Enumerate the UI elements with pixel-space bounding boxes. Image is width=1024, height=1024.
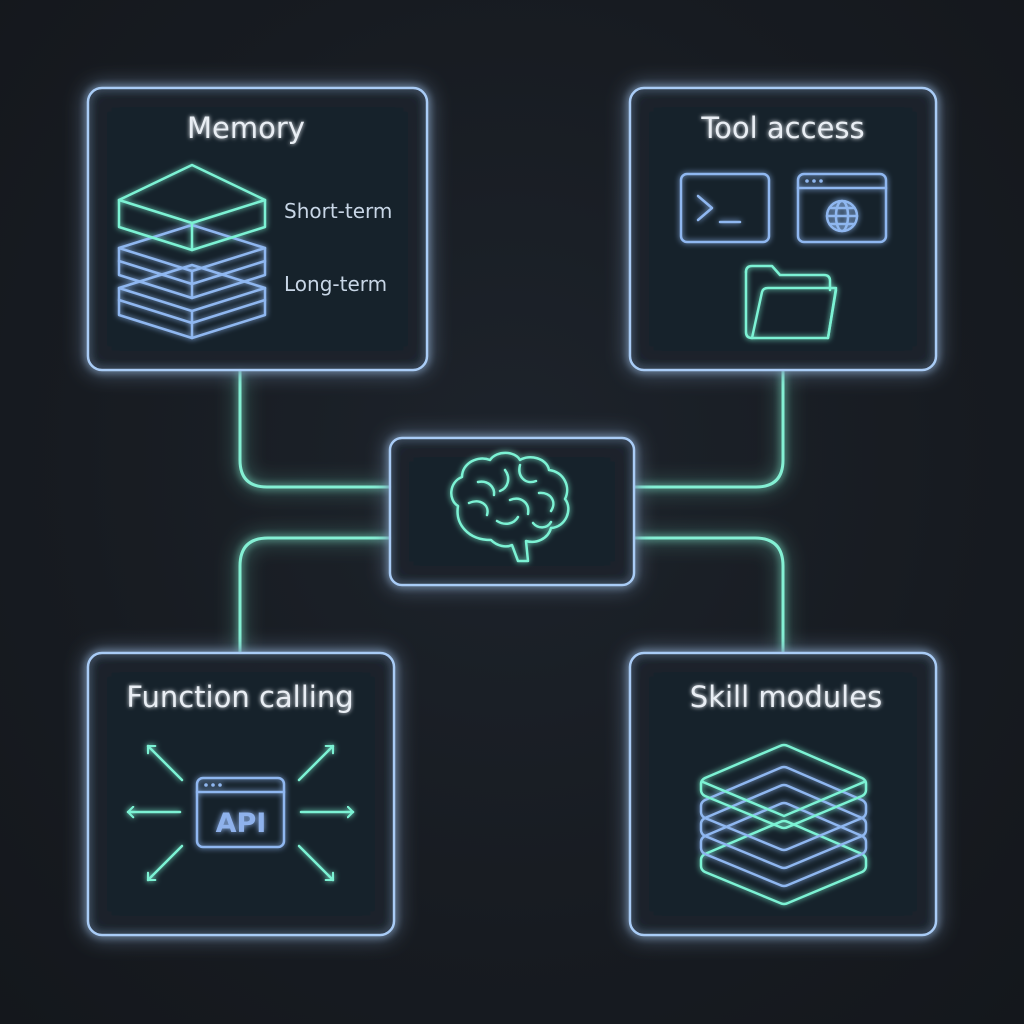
connector-skill-modules (632, 536, 785, 655)
connectors (238, 368, 785, 655)
layered-modules-icon (699, 743, 868, 906)
tool-access-card: Tool access (628, 86, 938, 372)
skill-modules-title: Skill modules (690, 680, 882, 714)
api-window-icon: API (195, 776, 286, 849)
skill-modules-card: Skill modules (628, 651, 938, 937)
arrow-up-right-icon (297, 744, 335, 782)
tool-access-card-frame (628, 86, 938, 372)
memory-short-term-label: Short-term (284, 199, 392, 223)
arrow-down-left-icon (146, 844, 184, 882)
function-calling-card: Function calling API (86, 651, 396, 937)
terminal-icon (679, 172, 771, 244)
central-model-node (388, 436, 636, 587)
folder-icon (744, 264, 838, 340)
browser-globe-icon (796, 172, 888, 244)
connector-function-calling (238, 536, 392, 655)
api-label: API (216, 808, 267, 839)
memory-card: Memory Short-term Long-term (86, 86, 429, 372)
arrow-down-right-icon (297, 844, 335, 882)
function-calling-title: Function calling (126, 680, 353, 714)
tool-access-title: Tool access (700, 111, 864, 145)
connector-memory (238, 368, 392, 489)
layer-stack-icon (117, 163, 267, 340)
skill-modules-card-frame (628, 651, 938, 937)
memory-title: Memory (187, 111, 305, 145)
arrow-up-left-icon (146, 744, 184, 782)
central-model-frame (388, 436, 636, 587)
function-call-arrows (126, 744, 355, 882)
memory-long-term-label: Long-term (284, 272, 387, 296)
connector-tool-access (632, 368, 785, 489)
brain-icon (450, 451, 570, 563)
